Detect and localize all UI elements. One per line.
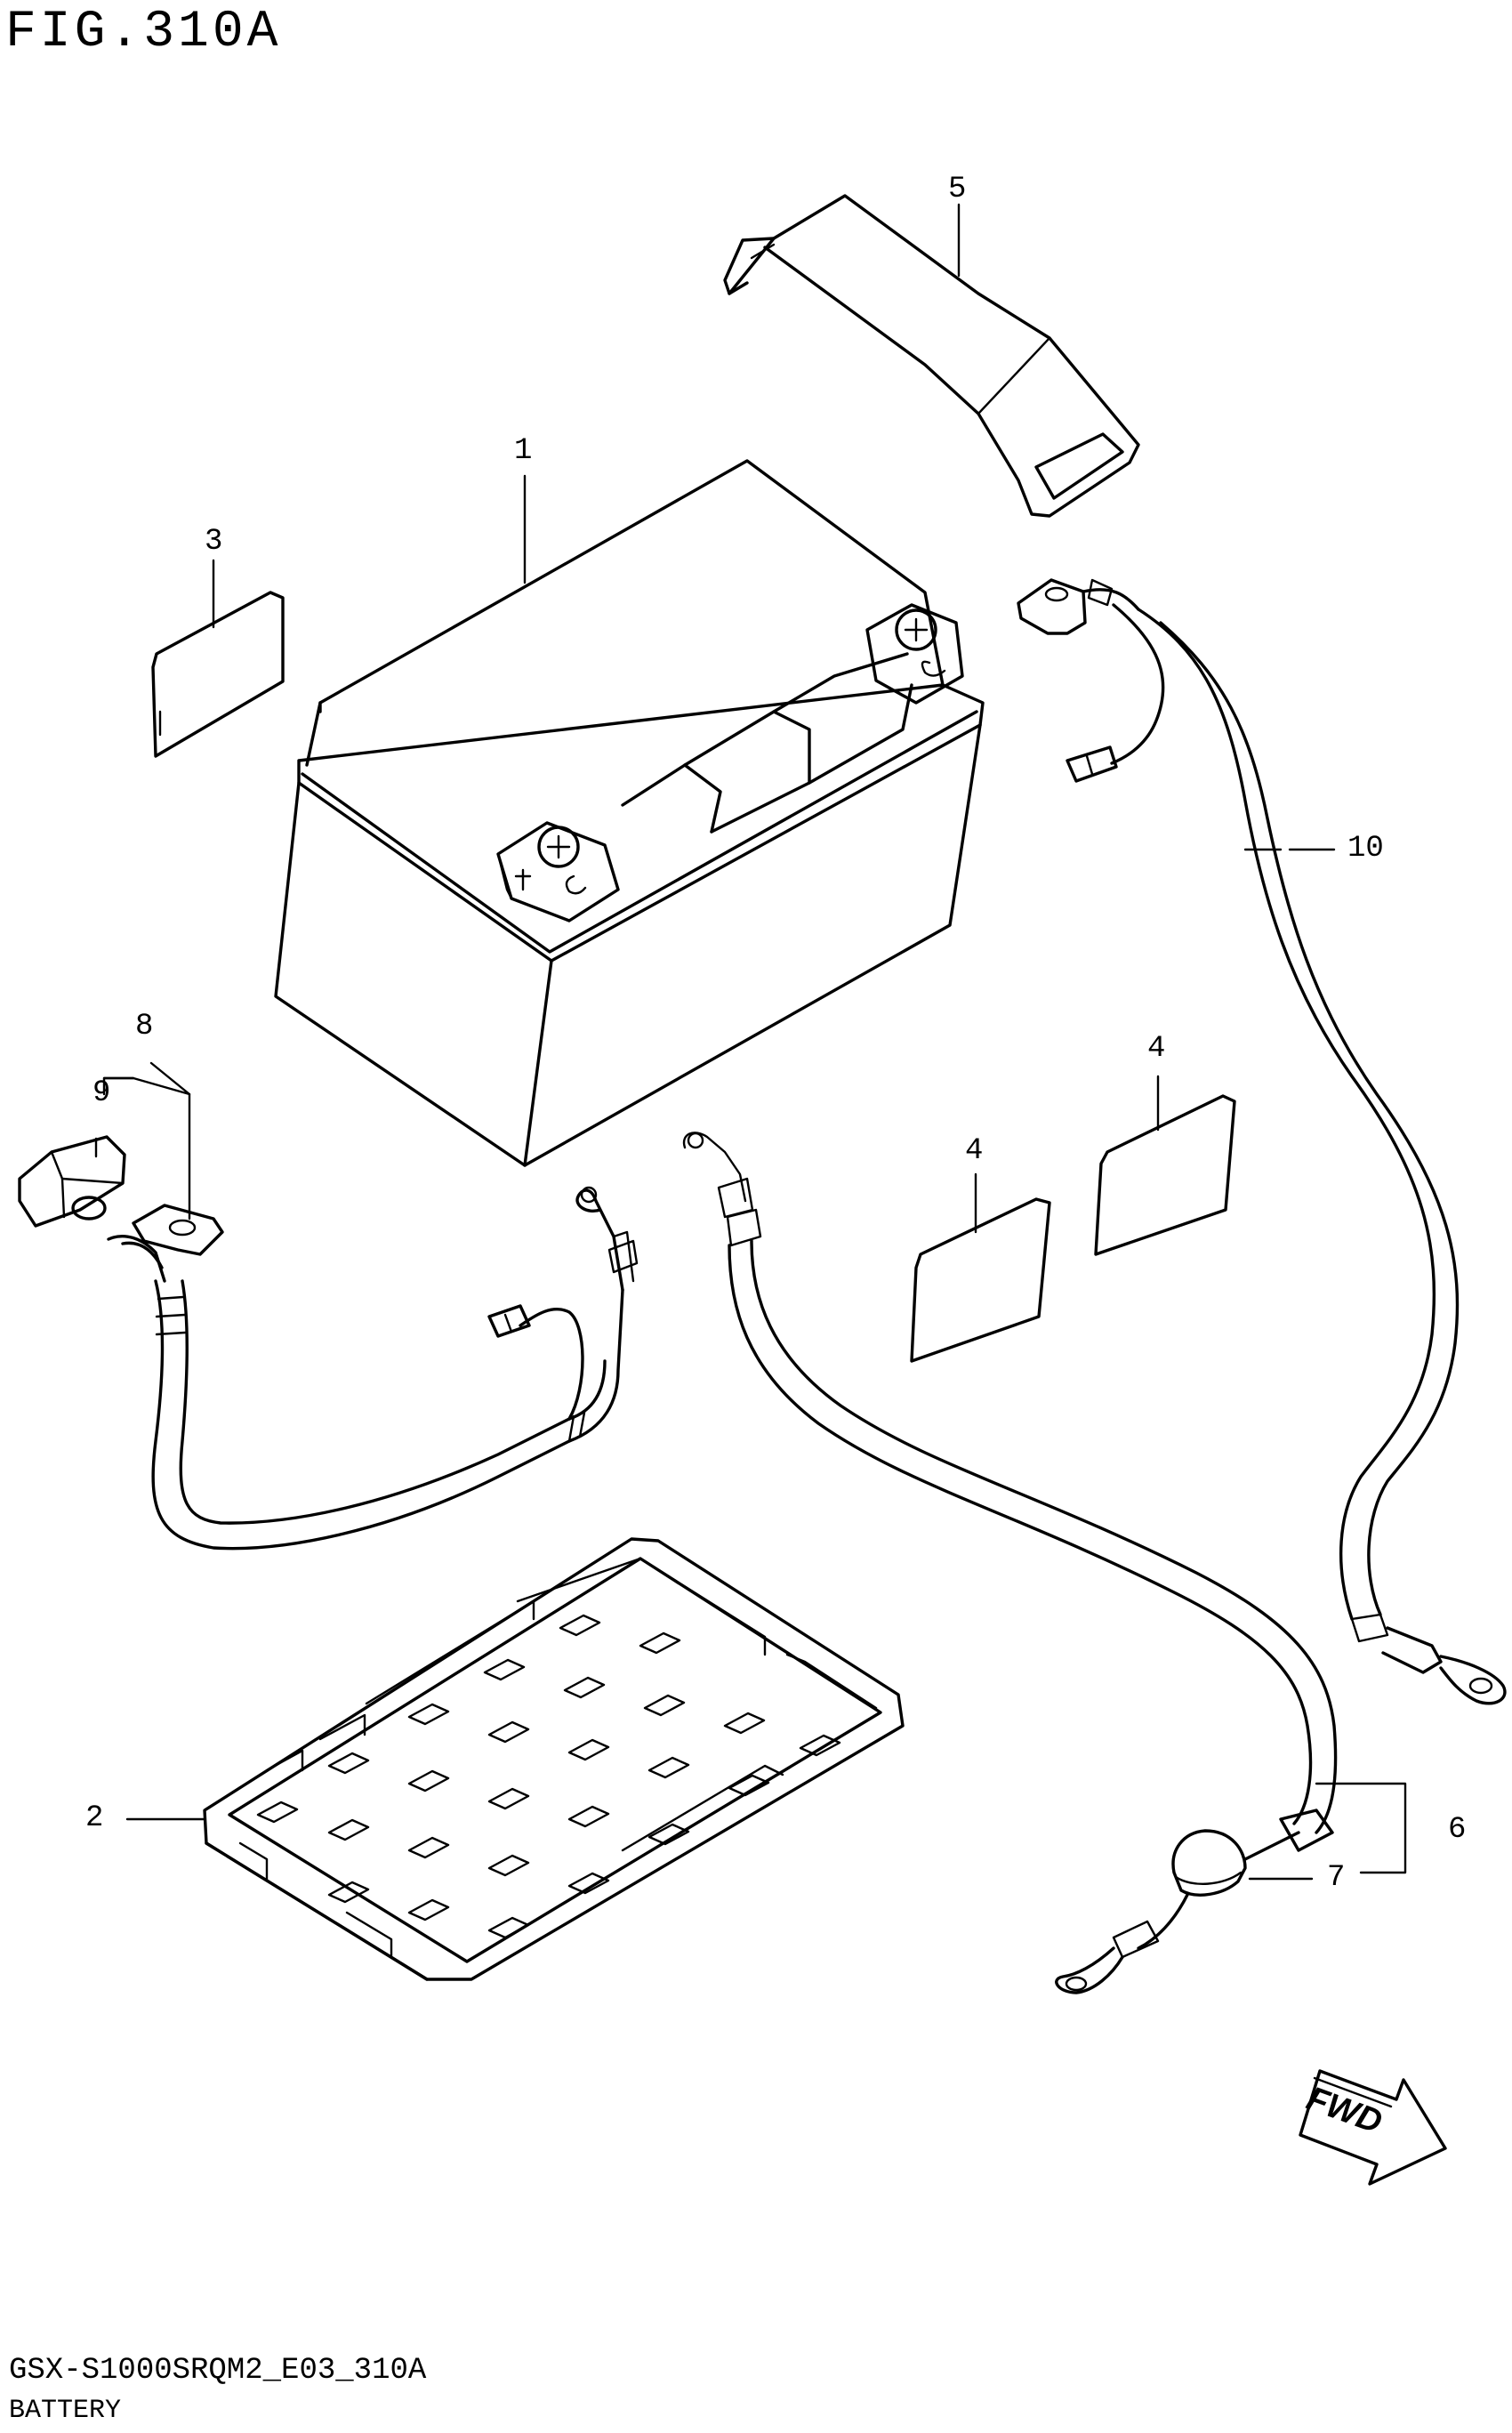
positive-cable xyxy=(1017,578,1507,1705)
battery-band xyxy=(723,194,1140,518)
callout-4-right: 4 xyxy=(1147,1032,1166,1066)
figure-code: GSX-S1000SRQM2_E03_310A xyxy=(9,2354,427,2388)
callout-6: 6 xyxy=(1448,1813,1467,1847)
callout-4-left: 4 xyxy=(965,1134,984,1168)
battery-tray xyxy=(203,1537,905,1981)
callout-2: 2 xyxy=(85,1801,104,1835)
figure-name: BATTERY xyxy=(9,2396,122,2426)
fwd-arrow xyxy=(1299,2069,1447,2186)
callout-10: 10 xyxy=(1347,832,1384,866)
battery xyxy=(274,459,985,1167)
tray-slots xyxy=(256,1614,841,1939)
callout-1: 1 xyxy=(514,434,533,468)
callout-7: 7 xyxy=(1327,1861,1346,1895)
pad-3 xyxy=(151,591,285,758)
callout-9: 9 xyxy=(92,1076,111,1110)
pad-4-right xyxy=(1094,1094,1236,1256)
leader-lines xyxy=(94,203,1407,1881)
middle-cable xyxy=(682,1132,1338,1994)
figure-title: FIG.310A xyxy=(5,4,282,61)
callout-8: 8 xyxy=(135,1010,154,1043)
callout-5: 5 xyxy=(948,173,967,206)
pad-4-left xyxy=(910,1197,1051,1363)
callout-3: 3 xyxy=(205,525,223,559)
negative-cable xyxy=(18,1135,639,1551)
